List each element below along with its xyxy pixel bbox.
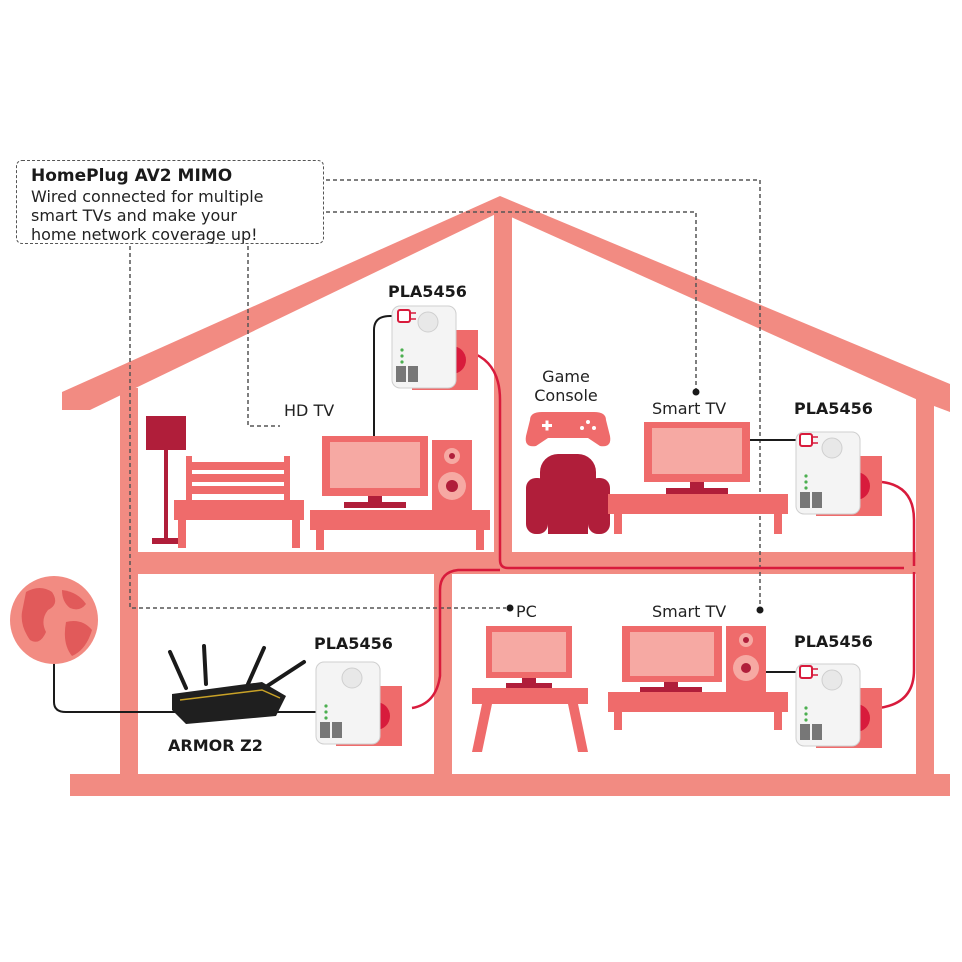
callout-line-1: Wired connected for multiple xyxy=(31,187,264,206)
desk xyxy=(472,688,588,752)
tv-stand-upper xyxy=(608,494,788,534)
callout-line-2: smart TVs and make your xyxy=(31,206,237,225)
armor-z2-router-icon xyxy=(168,644,306,724)
label-adapter-right-lower: PLA5456 xyxy=(794,632,873,651)
left-wall xyxy=(120,388,138,788)
bedroom-furniture xyxy=(146,416,490,550)
tv-stand-lower xyxy=(608,692,788,730)
office-furniture xyxy=(472,626,588,752)
label-adapter-top: PLA5456 xyxy=(388,282,467,301)
hd-tv-icon xyxy=(322,436,428,508)
bed xyxy=(174,456,304,548)
smart-tv-upper-icon xyxy=(644,422,750,494)
smart-tv-lower-icon xyxy=(622,626,722,692)
internet-globe-icon xyxy=(10,576,98,664)
label-adapter-router: PLA5456 xyxy=(314,634,393,653)
callout-line-3: home network coverage up! xyxy=(31,225,258,244)
center-wall-upper xyxy=(494,210,512,564)
adapter-router xyxy=(315,661,403,747)
speaker-lower-icon xyxy=(726,626,766,692)
roof xyxy=(62,196,500,410)
center-wall-lower xyxy=(434,566,452,788)
right-wall xyxy=(916,396,934,788)
adapter-top xyxy=(391,305,479,391)
adapter-right-upper xyxy=(795,431,883,517)
speaker-icon xyxy=(432,440,472,510)
callout-title: HomePlug AV2 MIMO xyxy=(31,166,233,186)
living-room-furniture xyxy=(525,412,788,534)
dashed-endpoints xyxy=(506,388,764,614)
label-game-console-2: Console xyxy=(534,386,598,405)
label-pc: PC xyxy=(516,602,537,621)
pc-monitor-icon xyxy=(486,626,572,688)
house-structure xyxy=(62,196,950,796)
dashed-connections xyxy=(129,179,761,610)
homeplug-callout: HomePlug AV2 MIMO Wired connected for mu… xyxy=(16,160,324,244)
tv-stand xyxy=(310,510,490,550)
adapter-right-lower xyxy=(795,663,883,749)
powerline-wires xyxy=(411,350,916,710)
label-router: ARMOR Z2 xyxy=(168,736,263,755)
label-smart-tv-upper: Smart TV xyxy=(652,399,726,418)
gamepad-icon xyxy=(525,412,611,447)
media-room-furniture xyxy=(608,626,788,730)
roof-right xyxy=(500,196,950,412)
floor-lamp-shade xyxy=(146,416,186,450)
upper-floor xyxy=(120,552,934,574)
label-adapter-right-upper: PLA5456 xyxy=(794,399,873,418)
armchair xyxy=(526,454,610,534)
ground-floor xyxy=(70,774,950,796)
label-smart-tv-lower: Smart TV xyxy=(652,602,726,621)
label-game-console-1: Game xyxy=(542,367,590,386)
label-hd-tv: HD TV xyxy=(284,401,334,420)
